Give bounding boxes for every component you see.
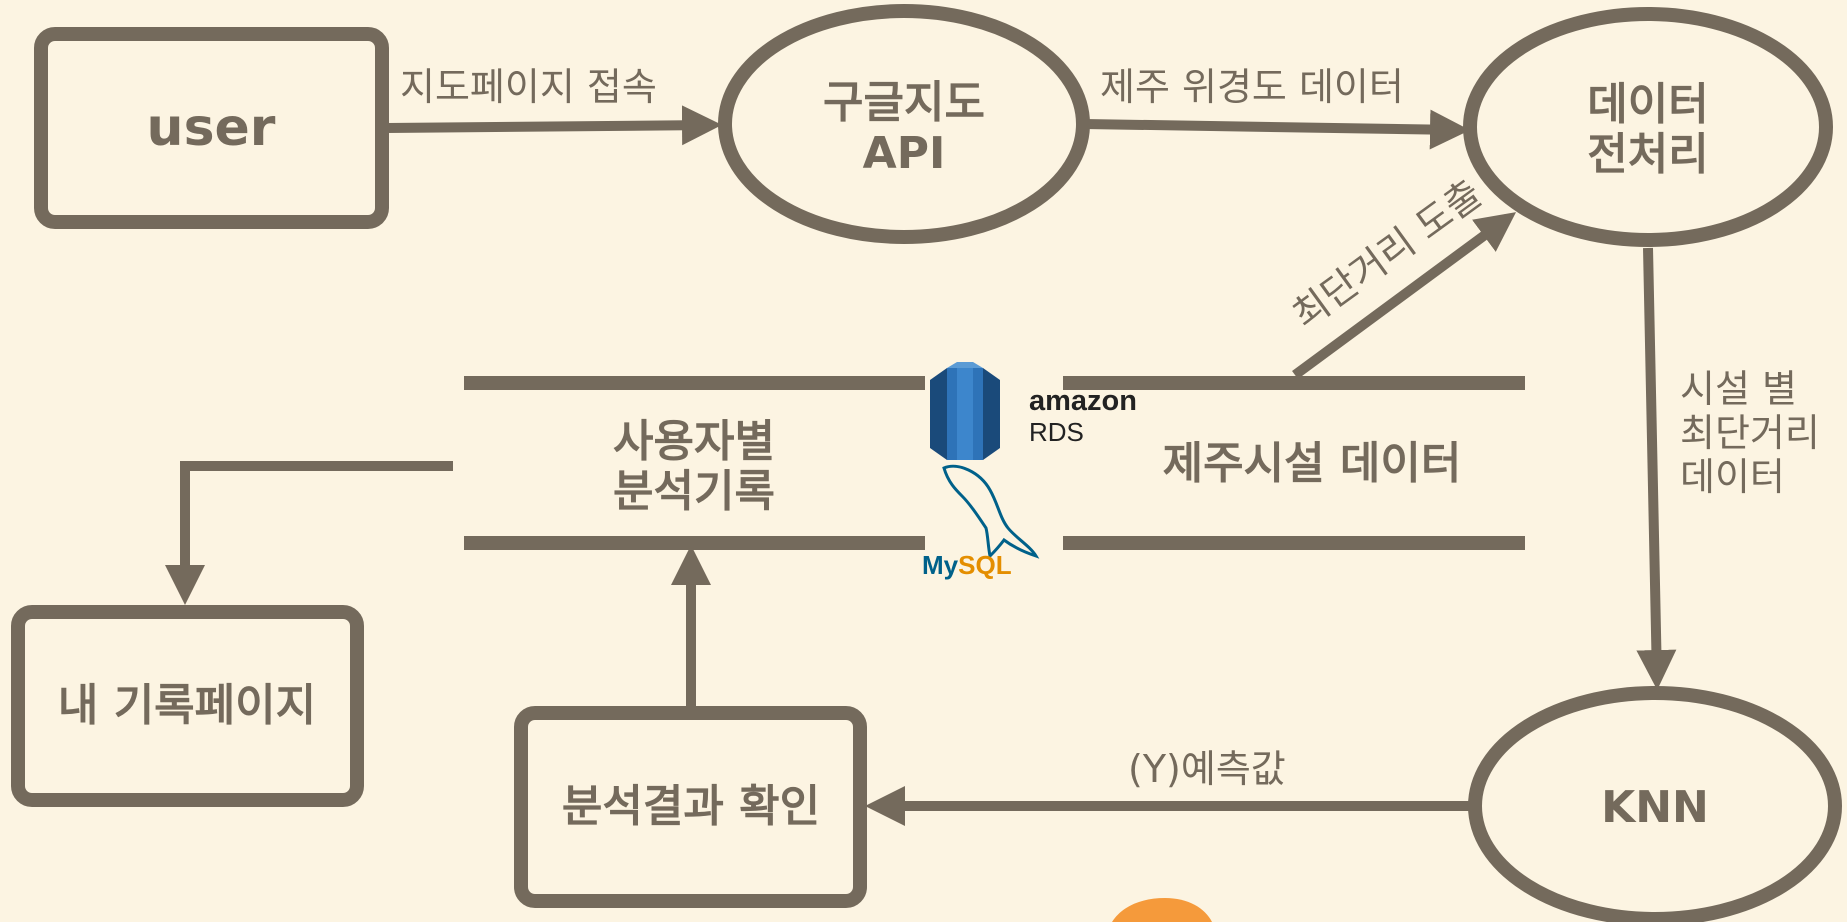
node-preprocess: 데이터 전처리 (1463, 7, 1833, 247)
node-google-maps-api-label-1: 구글지도 (823, 77, 985, 128)
mysql-my-text: My (922, 550, 959, 580)
node-my-record-page-label: 내 기록페이지 (58, 680, 316, 731)
datastore-jeju-facility: 제주시설 데이터 (1063, 376, 1525, 550)
amazon-rds-logo: amazon RDS (930, 362, 1137, 460)
node-preprocess-label-2: 전처리 (1587, 129, 1708, 180)
edge-facility-to-preprocess (1292, 212, 1517, 380)
amazon-word: amazon (1029, 385, 1137, 417)
edge-records-to-mypage (165, 461, 453, 605)
edge-api-to-preprocess (1084, 109, 1470, 150)
edge-label-facility-distance-2: 최단거리 (1680, 411, 1820, 455)
edge-label-facility-distance-1: 시설 별 (1680, 367, 1797, 411)
node-knn-label: KNN (1601, 782, 1709, 833)
mysql-sql-text: SQL (958, 550, 1012, 580)
edge-label-jeju-coordinates: 제주 위경도 데이터 (1100, 65, 1404, 109)
node-user-label: user (147, 98, 276, 158)
node-user: user (34, 27, 389, 229)
mysql-dolphin-icon (942, 464, 1040, 560)
datastore-user-records-label-1: 사용자별 (613, 416, 775, 467)
edge-label-predicted-value: (Y)예측값 (1128, 747, 1286, 791)
rds-word: RDS (1029, 417, 1084, 447)
node-knn: KNN (1468, 686, 1842, 922)
rds-database-icon (930, 362, 1000, 460)
svg-text:MySQL: MySQL (922, 550, 1012, 580)
node-google-maps-api: 구글지도 API (718, 4, 1090, 244)
node-preprocess-label-1: 데이터 (1587, 79, 1708, 130)
edge-label-access-map-page: 지도페이지 접속 (400, 65, 657, 109)
edge-preprocess-to-knn (1636, 247, 1677, 690)
datastore-user-records: 사용자별 분석기록 (464, 376, 925, 550)
node-google-maps-api-label-2: API (863, 128, 946, 179)
decorative-orange-shape (1112, 898, 1212, 922)
edge-user-to-api (386, 105, 722, 146)
node-analysis-result-label: 분석결과 확인 (562, 781, 820, 832)
datastore-user-records-label-2: 분석기록 (613, 466, 775, 517)
mysql-logo: MySQL (922, 464, 1040, 580)
edge-label-facility-distance-3: 데이터 (1680, 455, 1785, 499)
datastore-jeju-facility-label: 제주시설 데이터 (1163, 438, 1462, 489)
node-my-record-page: 내 기록페이지 (11, 605, 364, 807)
node-analysis-result: 분석결과 확인 (514, 706, 867, 908)
